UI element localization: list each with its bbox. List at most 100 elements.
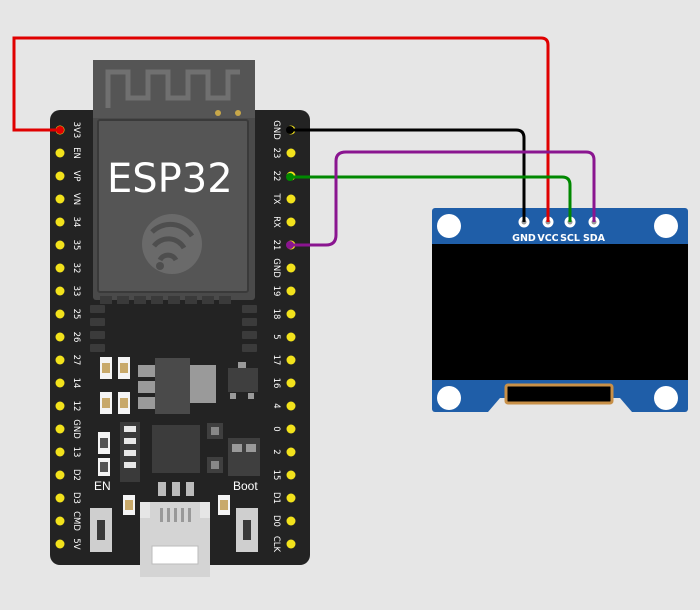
- right-pin-1: [286, 148, 296, 158]
- left-pin-15: [55, 470, 65, 480]
- left-pin-18: [55, 539, 65, 549]
- left-pin-14: [55, 447, 65, 457]
- right-pin-label: GND: [271, 120, 281, 140]
- en-button-label: EN: [94, 479, 111, 493]
- oled-screen: [432, 244, 688, 380]
- oled-module: [432, 208, 688, 412]
- left-pin-2: [55, 171, 65, 181]
- right-pin-label: 5: [271, 334, 281, 339]
- right-pin-15: [286, 470, 296, 480]
- mount-hole-top-left: [437, 214, 461, 238]
- wire-21-to-sda: [290, 150, 596, 247]
- left-pin-1: [55, 148, 65, 158]
- right-pin-7: [286, 286, 296, 296]
- left-pin-label: 27: [71, 355, 81, 366]
- right-pin-3: [286, 194, 296, 204]
- left-pin-label: 33: [71, 286, 81, 297]
- right-pin-10: [286, 355, 296, 365]
- right-pin-label: 19: [271, 286, 281, 297]
- right-pin-label: D1: [271, 492, 281, 504]
- right-pin-14: [286, 447, 296, 457]
- chip-title: ESP32: [107, 156, 233, 202]
- right-pin-label: 0: [271, 426, 281, 431]
- right-pin-12: [286, 401, 296, 411]
- boot-button-label: Boot: [233, 479, 258, 493]
- right-pin-label: 4: [271, 403, 281, 408]
- left-pin-11: [55, 378, 65, 388]
- mount-hole-top-right: [654, 214, 678, 238]
- right-pin-17: [286, 516, 296, 526]
- left-pin-8: [55, 309, 65, 319]
- right-pin-label: 21: [271, 240, 281, 251]
- left-pin-10: [55, 355, 65, 365]
- left-pin-label: D2: [71, 469, 81, 481]
- right-pin-label: 2: [271, 449, 281, 454]
- right-pin-8: [286, 309, 296, 319]
- left-pin-label: EN: [71, 147, 81, 159]
- right-pin-label: 23: [271, 148, 281, 159]
- oled-pin-label: VCC: [537, 233, 558, 244]
- left-pin-label: 14: [71, 378, 81, 389]
- wire-22-to-scl: [290, 175, 572, 222]
- right-pin-13: [286, 424, 296, 434]
- wire-gnd-to-gnd: [290, 128, 526, 222]
- right-pin-label: 15: [271, 470, 281, 481]
- right-pin-4: [286, 217, 296, 227]
- left-pin-label: 34: [71, 217, 81, 228]
- antenna-trace-icon: [105, 69, 240, 108]
- left-pin-12: [55, 401, 65, 411]
- left-pin-3: [55, 194, 65, 204]
- right-pin-6: [286, 263, 296, 273]
- left-pin-17: [55, 516, 65, 526]
- flex-cable: [504, 383, 614, 405]
- left-pin-label: 12: [71, 401, 81, 412]
- right-pin-16: [286, 493, 296, 503]
- left-pin-9: [55, 332, 65, 342]
- right-pin-label: TX: [271, 192, 281, 204]
- right-pin-18: [286, 539, 296, 549]
- mount-hole-bottom-left: [437, 386, 461, 410]
- left-pin-label: 3V3: [71, 122, 81, 139]
- left-pin-5: [55, 240, 65, 250]
- left-pin-16: [55, 493, 65, 503]
- oled-pin-label: SCL: [560, 233, 580, 244]
- oled-pin-label: SDA: [583, 233, 606, 244]
- espressif-logo-icon: [142, 214, 202, 274]
- board-components: [98, 357, 260, 515]
- right-pin-label: CLK: [271, 536, 281, 553]
- left-pin-label: 25: [71, 309, 81, 320]
- mount-hole-bottom-right: [654, 386, 678, 410]
- left-pin-label: VP: [71, 171, 81, 182]
- right-pin-label: RX: [271, 216, 281, 228]
- left-pin-label: VN: [71, 193, 81, 205]
- wire-3v3-to-vcc: [12, 36, 550, 222]
- boot-button[interactable]: [236, 508, 258, 552]
- left-pin-7: [55, 286, 65, 296]
- left-pin-label: D3: [71, 492, 81, 504]
- right-pin-9: [286, 332, 296, 342]
- left-pin-label: 13: [71, 447, 81, 458]
- right-pin-label: 16: [271, 378, 281, 389]
- right-pin-label: GND: [271, 258, 281, 278]
- left-pin-label: 32: [71, 263, 81, 274]
- right-pin-label: 18: [271, 309, 281, 320]
- right-pin-label: 17: [271, 355, 281, 366]
- micro-usb-port: [140, 502, 210, 577]
- right-pin-11: [286, 378, 296, 388]
- oled-pin-label: GND: [512, 233, 536, 244]
- left-pin-6: [55, 263, 65, 273]
- left-pin-label: 5V: [71, 538, 81, 549]
- module-pads: [90, 305, 257, 352]
- left-pin-13: [55, 424, 65, 434]
- left-pin-label: 26: [71, 332, 81, 343]
- right-pin-label: D0: [271, 515, 281, 527]
- left-pin-label: GND: [71, 419, 81, 439]
- left-pin-label: CMD: [71, 511, 81, 531]
- wifi-module: ESP32: [93, 60, 255, 304]
- left-pin-4: [55, 217, 65, 227]
- en-button[interactable]: [90, 508, 112, 552]
- right-pin-label: 22: [271, 171, 281, 182]
- left-pin-label: 35: [71, 240, 81, 251]
